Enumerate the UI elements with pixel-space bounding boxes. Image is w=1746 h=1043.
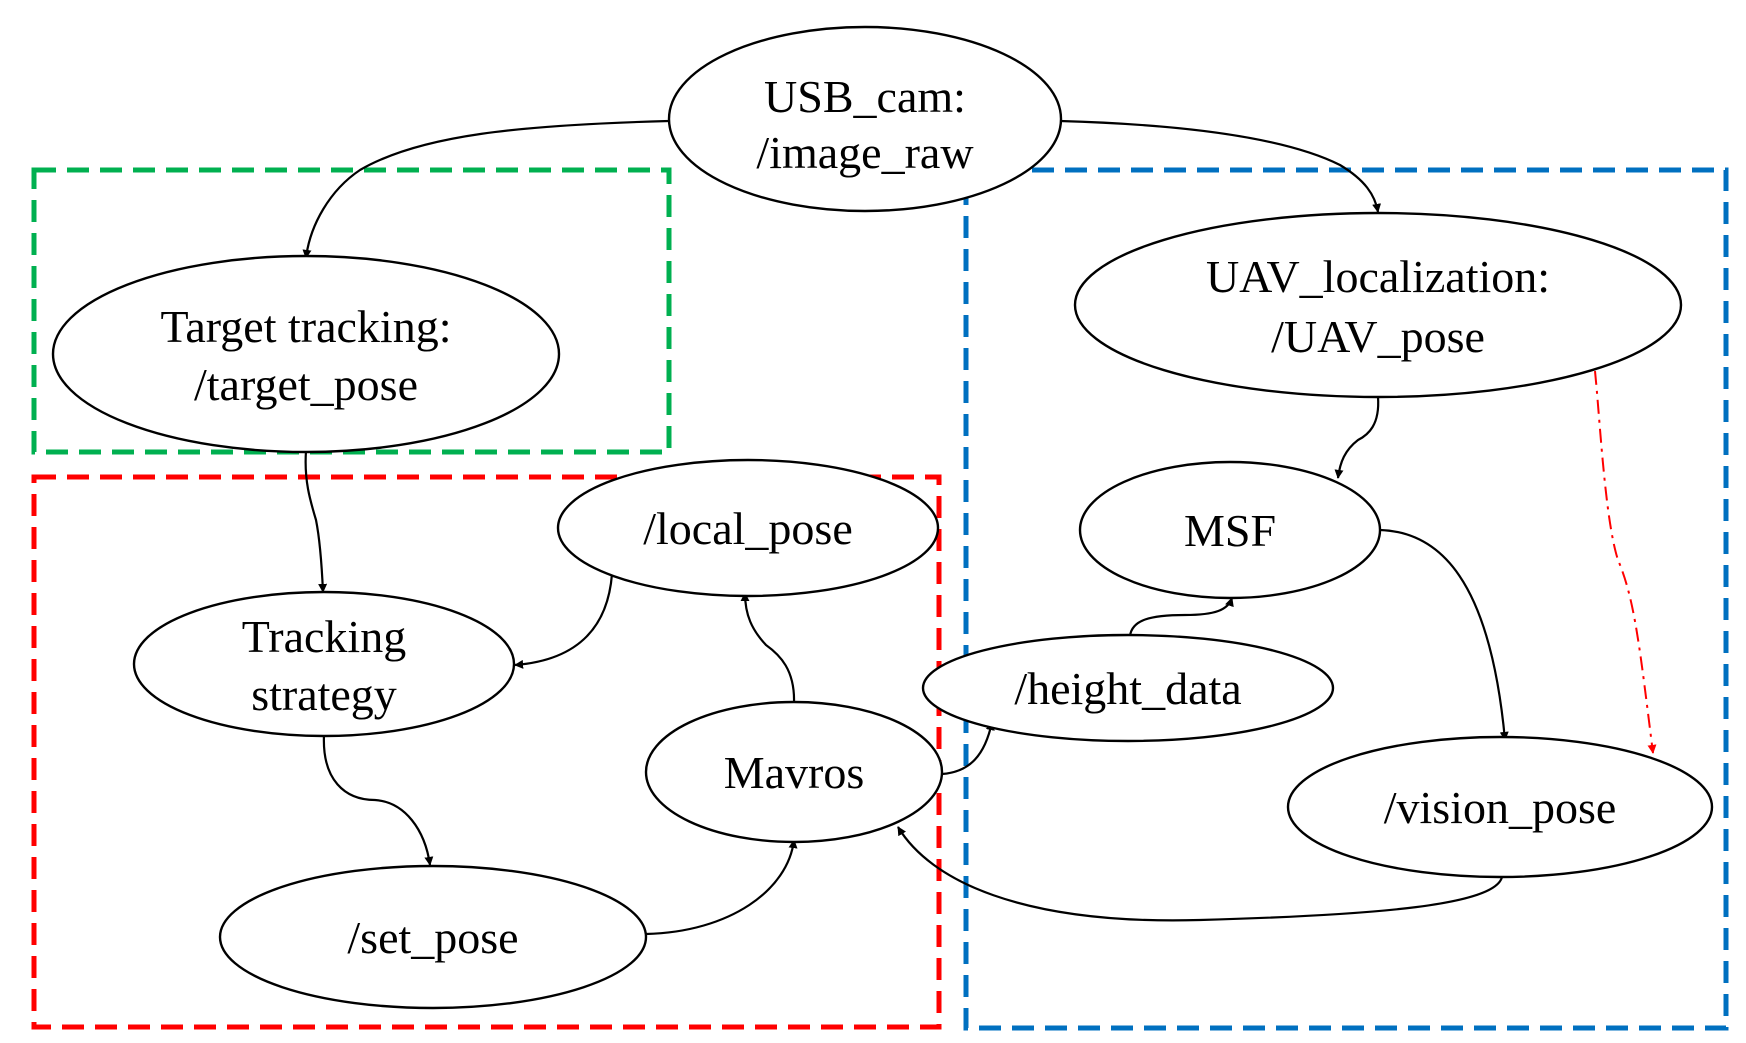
green-group-box xyxy=(31,167,672,455)
set-pose-label: /set_pose xyxy=(347,912,518,963)
usb-cam-label-line2: /image_raw xyxy=(756,127,974,178)
edge-uav-localization-to-msf xyxy=(1334,396,1380,479)
edge-tracking-strategy-to-set-pose xyxy=(322,734,434,866)
edge-usbcam-to-target-tracking xyxy=(302,119,670,259)
node-mavros: Mavros xyxy=(644,700,944,844)
node-tracking-strategy: Tracking strategy xyxy=(132,590,516,738)
usb-cam-label-line1: USB_cam: xyxy=(764,71,966,122)
tracking-strategy-label-line1: Tracking xyxy=(242,611,406,662)
node-target-tracking: Target tracking: /target_pose xyxy=(51,254,561,454)
node-uav-localization: UAV_localization: /UAV_pose xyxy=(1073,211,1683,399)
mavros-label: Mavros xyxy=(724,747,865,798)
vision-pose-label: /vision_pose xyxy=(1384,782,1617,833)
edge-target-tracking-to-tracking-strategy xyxy=(304,450,328,593)
edge-msf-to-vision-pose xyxy=(1379,528,1509,741)
node-local-pose: /local_pose xyxy=(556,458,940,598)
edge-uav-localization-to-vision-pose-dashdot xyxy=(1594,370,1657,754)
edge-set-pose-to-mavros xyxy=(645,839,798,936)
target-tracking-label-line1: Target tracking: xyxy=(161,301,452,352)
tracking-strategy-label-line2: strategy xyxy=(251,669,397,720)
uav-localization-label-line1: UAV_localization: xyxy=(1206,251,1550,302)
node-vision-pose: /vision_pose xyxy=(1286,735,1714,879)
node-usb-cam: USB_cam: /image_raw xyxy=(667,25,1063,213)
edge-height-data-to-msf xyxy=(1128,597,1234,637)
edge-vision-pose-to-mavros xyxy=(897,826,1504,922)
edge-mavros-to-height-data xyxy=(941,721,995,776)
edge-local-pose-to-tracking-strategy xyxy=(514,573,614,669)
node-set-pose: /set_pose xyxy=(218,864,648,1010)
edge-mavros-to-local-pose xyxy=(740,592,796,704)
node-height-data: /height_data xyxy=(921,633,1335,743)
edge-usbcam-to-uav-localization xyxy=(1059,119,1382,213)
local-pose-label: /local_pose xyxy=(643,503,853,554)
height-data-label: /height_data xyxy=(1014,663,1241,714)
node-msf: MSF xyxy=(1078,460,1382,600)
target-tracking-label-line2: /target_pose xyxy=(194,359,418,410)
uav-localization-label-line2: /UAV_pose xyxy=(1271,311,1485,362)
msf-label: MSF xyxy=(1184,505,1276,556)
